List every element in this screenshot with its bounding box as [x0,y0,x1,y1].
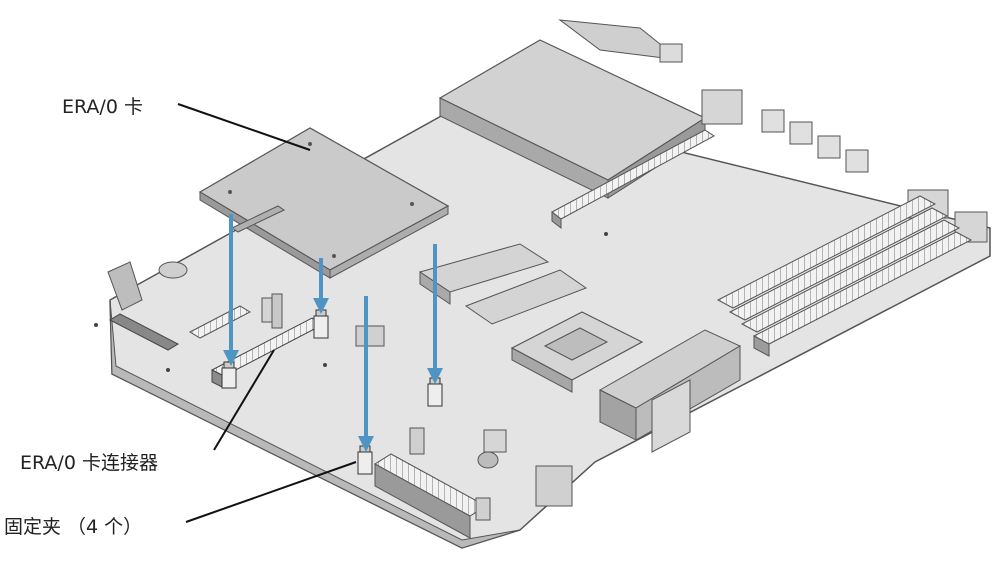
heatsink-retention-brackets [418,243,588,325]
callout-leaders [177,103,357,523]
small-headers [261,293,385,347]
callout-era-card: ERA/0 卡 [62,96,143,118]
pci-slot [551,129,715,230]
era-card [198,127,450,279]
retention-clip-1 [221,361,237,389]
lower-connector [374,427,573,539]
cpu-socket [510,311,644,393]
vrm-heatsink [598,329,742,453]
leader-connector [213,349,275,451]
down-arrow-icon [313,258,329,314]
leader-retention-clip [185,461,357,523]
down-arrow-icon [223,214,239,366]
down-arrow-icon [358,296,374,452]
battery-and-jumpers [107,261,252,351]
callout-era-card-connector: ERA/0 卡连接器 [20,452,158,474]
leader-era-card [177,103,311,151]
retention-clip-4 [357,445,373,475]
callout-retention-clips: 固定夹 （4 个） [4,516,143,538]
retention-clip-2 [313,309,329,339]
down-arrow-icon [427,244,443,384]
memory-slots [716,195,973,357]
installation-arrows [223,214,443,452]
